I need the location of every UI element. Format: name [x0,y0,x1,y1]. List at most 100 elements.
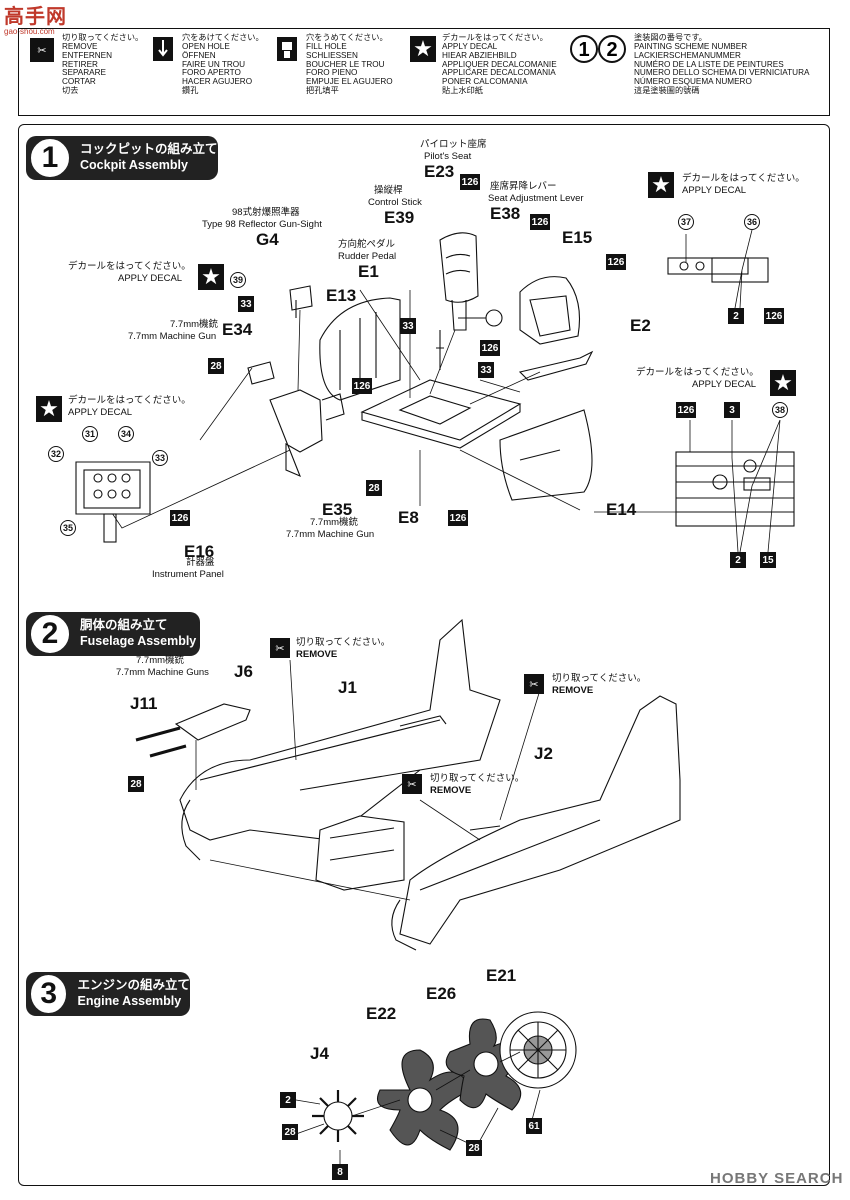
fill-hole-icon [276,36,298,62]
num-2: 2 [280,1092,296,1108]
decal-36: 36 [744,214,760,230]
decal-star-icon: ★ [648,172,674,198]
label-decal-jp: デカールをはってください。 [68,261,191,272]
legend-remove: 切り取ってください。 REMOVE ENTFERNEN RETIRER SEPA… [62,33,144,96]
num-126: 126 [480,340,500,356]
instruction-frame [18,124,830,1186]
num-33: 33 [400,318,416,334]
part-e21: E21 [486,966,517,985]
label-decal: APPLY DECAL [682,185,747,196]
num-126: 126 [764,308,784,324]
label-mg-jp: 7.7mm機銃 [136,655,185,666]
num-61: 61 [526,1118,542,1134]
label-sight: Type 98 Reflector Gun-Sight [202,219,322,230]
num-8: 8 [332,1164,348,1180]
label-mg: 7.7mm Machine Gun [128,331,217,342]
label-sight-jp: 98式射爆照準器 [232,207,300,218]
label-decal: APPLY DECAL [118,273,183,284]
decal-31: 31 [82,426,98,442]
label-remove-jp: 切り取ってください。 [552,673,647,684]
part-j6: J6 [234,662,253,681]
label-stick-jp: 操縦桿 [374,185,403,196]
num-126: 126 [352,378,372,394]
part-e15: E15 [562,228,593,247]
label-decal-jp: デカールをはってください。 [682,173,805,184]
part-j11: J11 [130,694,158,713]
label-lever-jp: 座席昇降レバー [490,181,557,192]
num-28: 28 [282,1124,298,1140]
num-126: 126 [530,214,550,230]
num-126: 126 [676,402,696,418]
label-decal-jp: デカールをはってください。 [68,395,191,406]
watermark-title: 高手网 [4,6,67,28]
num-33: 33 [238,296,254,312]
num-2: 2 [730,552,746,568]
decal-star-icon: ★ [410,36,436,62]
part-e23: E23 [424,162,455,181]
svg-text:1: 1 [578,39,589,61]
step-3-number: 3 [28,972,70,1016]
step-1-number: 1 [28,136,72,180]
watermark-url: gao-shou.com [4,27,55,36]
part-e39: E39 [384,208,415,227]
decal-34: 34 [118,426,134,442]
step-1-title: コックピットの組み立て Cockpit Assembly [80,142,218,172]
decal-38: 38 [772,402,788,418]
num-33: 33 [478,362,494,378]
label-mg-jp: 7.7mm機銃 [310,517,359,528]
num-2: 2 [728,308,744,324]
num-126: 126 [606,254,626,270]
label-remove-jp: 切り取ってください。 [430,773,525,784]
label-mg-jp: 7.7mm機銃 [170,319,219,330]
label-decal: APPLY DECAL [692,379,757,390]
decal-37: 37 [678,214,694,230]
legend-scheme: 塗装図の番号です。 PAINTING SCHEME NUMBER LACKIER… [634,33,810,96]
num-126: 126 [170,510,190,526]
part-e16: E16 [184,542,215,561]
decal-33: 33 [152,450,168,466]
label-decal-jp: デカールをはってください。 [636,367,759,378]
remove-icon: ✂ [30,38,54,62]
step-3-badge: 3 エンジンの組み立て Engine Assembly [26,972,190,1016]
remove-icon: ✂ [402,774,422,794]
num-28: 28 [366,480,382,496]
label-pedal-jp: 方向舵ペダル [338,239,396,250]
legend-box [18,28,830,116]
label-lever: Seat Adjustment Lever [488,193,584,204]
num-15: 15 [760,552,776,568]
num-28: 28 [208,358,224,374]
part-e38: E38 [490,204,521,223]
decal-32: 32 [48,446,64,462]
part-e35: E35 [322,500,353,519]
label-remove: REMOVE [552,685,594,696]
step-3-title: エンジンの組み立て Engine Assembly [77,978,190,1008]
num-28: 28 [128,776,144,792]
step-2-number: 2 [28,612,72,656]
step-2-title: 胴体の組み立て Fuselage Assembly [80,618,197,648]
label-remove: REMOVE [430,785,472,796]
part-e8: E8 [398,508,419,527]
label-panel-jp: 計器盤 [186,557,215,568]
watermark-logo: 高手网 gao-shou.com [4,6,67,36]
part-j1: J1 [338,678,357,697]
part-g4: G4 [256,230,279,249]
remove-icon: ✂ [270,638,290,658]
label-pilot-seat: Pilot's Seat [424,151,472,162]
part-e14: E14 [606,500,637,519]
step-1-badge: 1 コックピットの組み立て Cockpit Assembly [26,136,218,180]
part-e34: E34 [222,320,253,339]
footer-logo: HOBBY SEARCH [710,1170,844,1187]
open-hole-icon [152,36,174,62]
label-mg: 7.7mm Machine Gun [286,529,375,540]
part-e2: E2 [630,316,651,335]
decal-star-icon: ★ [36,396,62,422]
part-e22: E22 [366,1004,397,1023]
part-e13: E13 [326,286,357,305]
label-pilot-seat-jp: パイロット座席 [420,139,487,150]
label-pedal: Rudder Pedal [338,251,397,262]
decal-35: 35 [60,520,76,536]
legend-fill-hole: 穴をうめてください。 FILL HOLE SCHLIESSEN BOUCHER … [306,33,393,96]
svg-text:2: 2 [606,39,617,61]
remove-icon: ✂ [524,674,544,694]
